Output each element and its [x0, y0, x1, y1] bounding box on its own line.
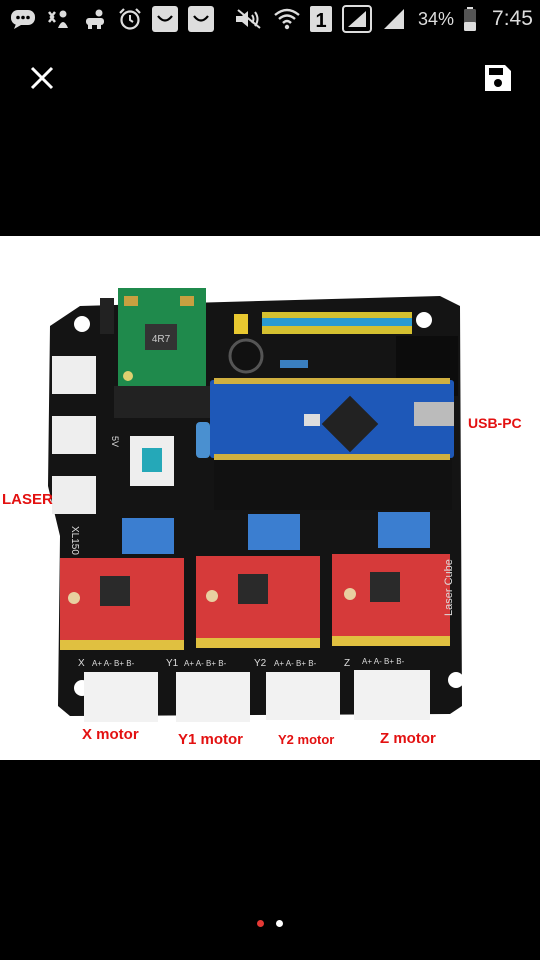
wifi-icon — [274, 7, 300, 31]
status-bar-right: 1 34% 7:45 — [224, 5, 540, 33]
page-indicator — [0, 920, 540, 927]
signal-icon — [342, 5, 372, 33]
svg-text:A+ A- B+ B-: A+ A- B+ B- — [92, 659, 135, 668]
baby-icon — [82, 8, 108, 30]
alarm-icon — [118, 7, 142, 31]
cat-icon — [46, 8, 72, 30]
page-dot-2[interactable] — [276, 920, 283, 927]
laser-label: LASER — [2, 491, 53, 508]
pin-headers — [262, 312, 412, 334]
stepper-drivers — [60, 554, 450, 650]
motor-connectors — [84, 670, 430, 722]
svg-text:X: X — [78, 658, 85, 669]
mute-icon — [234, 8, 264, 30]
y2-motor-label: Y2 motor — [278, 732, 335, 747]
battery-icon — [464, 7, 477, 31]
svg-text:A+ A- B+ B-: A+ A- B+ B- — [362, 657, 405, 666]
svg-text:4R7: 4R7 — [152, 334, 171, 345]
battery-percent: 34% — [418, 8, 455, 29]
y1-motor-label: Y1 motor — [178, 731, 244, 748]
svg-text:Y1: Y1 — [166, 658, 179, 669]
status-bar-left — [0, 6, 224, 32]
save-button[interactable] — [482, 62, 514, 94]
inbox-icon — [152, 6, 178, 32]
product-image: 4R7 — [48, 288, 464, 722]
svg-text:Laser Cube: Laser Cube — [443, 559, 455, 616]
close-icon — [30, 66, 54, 90]
z-motor-label: Z motor — [380, 730, 436, 747]
svg-text:A+ A- B+ B-: A+ A- B+ B- — [274, 659, 317, 668]
signal-icon-2 — [382, 7, 406, 31]
sim-label: 1 — [315, 10, 326, 32]
clock: 7:45 — [492, 7, 533, 30]
svg-text:5V: 5V — [110, 436, 120, 447]
save-icon — [485, 65, 511, 91]
usb-pc-label: USB-PC — [468, 415, 522, 431]
status-bar: 1 34% 7:45 — [0, 0, 540, 38]
svg-text:A+ A- B+ B-: A+ A- B+ B- — [184, 659, 227, 668]
chat-icon — [10, 8, 36, 30]
x-motor-label: X motor — [82, 726, 139, 743]
sim-1-icon: 1 — [310, 6, 332, 32]
image-viewer[interactable]: 4R7 — [0, 236, 540, 760]
svg-text:Y2: Y2 — [254, 658, 267, 669]
inbox-icon-2 — [188, 6, 214, 32]
svg-text:XL150: XL150 — [69, 526, 80, 555]
close-button[interactable] — [26, 62, 58, 94]
svg-text:Z: Z — [344, 658, 350, 669]
page-dot-1[interactable] — [257, 920, 264, 927]
viewer-toolbar — [0, 48, 540, 108]
